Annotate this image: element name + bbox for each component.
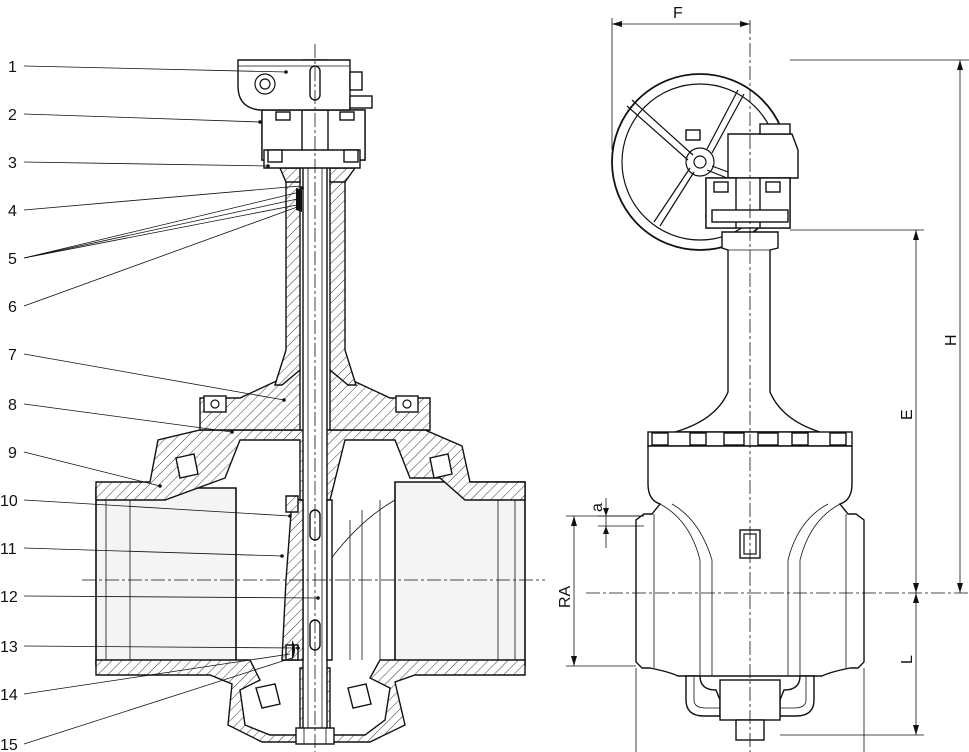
part-label-13: 13: [0, 639, 18, 656]
bonnet-extension-outline: [674, 231, 821, 433]
dimension-h: H: [943, 334, 960, 346]
dimension-l: L: [899, 655, 916, 664]
body-cavity-bottom-right: [347, 683, 372, 709]
part-label-8: 8: [8, 397, 17, 414]
part-label-11: 11: [0, 541, 17, 558]
part-label-9: 9: [8, 445, 17, 462]
dimension-ra: RA: [557, 585, 574, 608]
section-view: 1 2 3 4 5 6 7 8 9 10 11 12 13 14 15: [0, 44, 545, 752]
part-label-1: 1: [8, 59, 17, 76]
body-right-end: [394, 481, 526, 666]
gearbox: [237, 59, 351, 111]
part-label-10: 10: [0, 493, 18, 510]
part-label-3: 3: [8, 155, 17, 172]
outline-view: F H E L RA a: [557, 5, 969, 752]
bonnet-extension-right: [329, 179, 357, 386]
body-cavity-left: [175, 453, 199, 479]
part-label-5: 5: [8, 251, 17, 268]
dimension-f: F: [673, 5, 683, 22]
part-label-4: 4: [8, 203, 17, 220]
part-label-12: 12: [0, 589, 18, 606]
part-label-14: 14: [0, 687, 18, 704]
body-cavity-bottom-left: [255, 683, 281, 709]
part-label-6: 6: [8, 299, 17, 316]
dimension-a: a: [589, 503, 606, 512]
body-left-end: [95, 487, 237, 666]
part-label-7: 7: [8, 347, 17, 364]
body-cavity-right: [429, 453, 453, 479]
part-label-2: 2: [8, 107, 17, 124]
dimension-e: E: [899, 409, 916, 420]
part-label-15: 15: [0, 737, 18, 752]
